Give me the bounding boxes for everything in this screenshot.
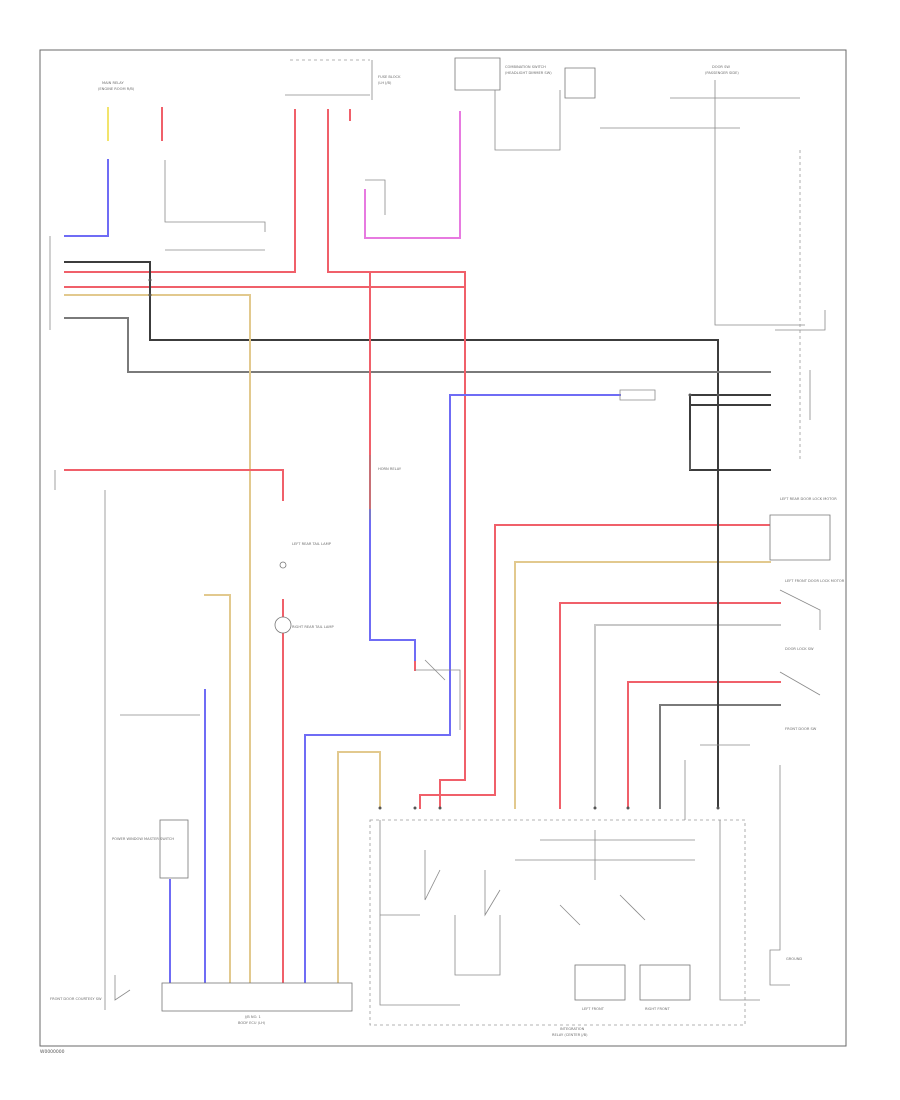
wire-blue-center — [369, 509, 416, 661]
schematic-lines — [49, 57, 831, 1026]
wire-red-vert — [369, 271, 416, 671]
label-right-module-d: FRONT DOOR SW — [785, 727, 817, 731]
label-fuse-block: FUSE BLOCK — [378, 75, 401, 79]
wire-tan-r1 — [514, 561, 771, 809]
diagram-frame — [39, 49, 847, 1047]
wire-right-bus-3 — [689, 394, 771, 471]
label-top-right-sw: DOOR SW — [712, 65, 730, 69]
wire-blue-relay — [64, 159, 109, 237]
wire-tan-bus — [64, 294, 251, 986]
label-center-lamp: LEFT REAR TAIL LAMP — [292, 542, 332, 546]
wire-violet — [364, 111, 461, 239]
wire-blue-right — [304, 394, 621, 986]
label-top-left-relay: MAIN RELAY — [102, 81, 124, 85]
wire-dark-2 — [64, 317, 771, 373]
label-center-lamp2: RIGHT REAR TAIL LAMP — [292, 625, 334, 629]
label-group: MAIN RELAY (ENGINE ROOM R/B) FUSE BLOCK … — [40, 65, 845, 1055]
label-ecu-left-sub: BODY ECU (LH) — [238, 1021, 266, 1025]
wire-red-r1 — [419, 524, 771, 809]
wire-lightgray-r — [594, 624, 781, 809]
label-ecu-box-b: RIGHT FRONT — [645, 1007, 670, 1011]
wire-gray-r1 — [659, 704, 781, 809]
label-ecu-box-a: LEFT FRONT — [582, 1007, 605, 1011]
label-ecu-right-sub: RELAY (CENTER J/B) — [552, 1033, 588, 1037]
wire-tan-left — [204, 594, 231, 986]
lower-left-module — [159, 819, 189, 879]
wire-red-long — [439, 286, 466, 809]
label-fuse-block-sub: (LH J/B) — [378, 81, 392, 85]
wire-dark-1 — [64, 261, 719, 471]
footer-code: W0000000 — [40, 1049, 65, 1055]
label-ground: GROUND — [786, 957, 802, 961]
label-top-right-sw-sub: (PASSENGER SIDE) — [705, 71, 739, 75]
label-bottom-left-sw: FRONT DOOR COURTESY SW — [50, 997, 102, 1001]
label-center-relay: HORN RELAY — [378, 467, 402, 471]
label-right-module-b: LEFT FRONT DOOR LOCK MOTOR — [785, 579, 845, 583]
wire-red-1 — [64, 109, 296, 273]
label-right-module-a: LEFT REAR DOOR LOCK MOTOR — [780, 497, 837, 501]
label-lower-left-unit: POWER WINDOW MASTER SWITCH — [112, 837, 174, 841]
label-top-center-switch: COMBINATION SWITCH — [505, 65, 546, 69]
label-top-left-relay-sub: (ENGINE ROOM R/B) — [98, 87, 135, 91]
wire-red-r2 — [559, 602, 781, 809]
wire-red-r3 — [627, 681, 781, 809]
label-ecu-right: INTEGRATION — [560, 1027, 585, 1031]
wire-tan-mid — [337, 751, 381, 986]
label-ecu-left: J/B NO. 1 — [244, 1015, 261, 1019]
wire-red-2 — [64, 109, 466, 288]
connector-dots — [148, 278, 720, 810]
label-top-center-switch-sub: (HEADLIGHT DIMMER SW) — [505, 71, 552, 75]
wire-red-left — [64, 469, 284, 501]
label-right-module-c: DOOR LOCK SW — [785, 647, 814, 651]
